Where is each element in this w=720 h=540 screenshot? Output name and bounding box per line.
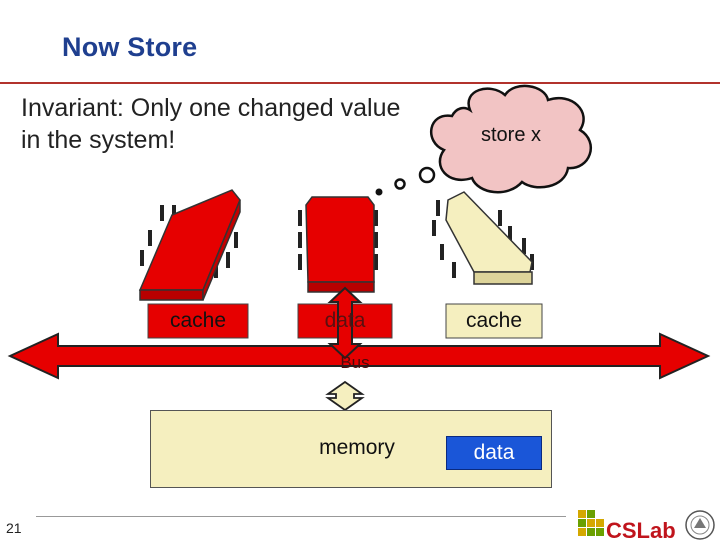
thought-dot-large [418,166,436,184]
cslab-logo: CSLab [578,510,715,540]
cache-label-3: cache [465,309,523,332]
processor-2 [298,196,378,293]
cache-bus-arrow [327,286,363,360]
cache-label-1: cache [169,309,227,332]
thought-text: store x [480,124,542,146]
invariant-text: Invariant: Only one changed value in the… [21,94,401,154]
thought-bubble [375,84,592,196]
slide-title: Now Store [62,32,198,62]
memory-label: memory [319,436,395,459]
bus-arrow [7,332,711,380]
logo-text: CSLab [606,518,676,540]
cache-label-2: data [324,309,366,332]
memory-data-block: data [446,436,542,470]
cache-box-3 [445,303,543,339]
footer-divider [36,516,566,517]
thought-dot-medium [394,178,406,190]
page-number: 21 [6,520,22,536]
title-divider [0,82,720,84]
cache-box-1 [147,303,249,339]
bus-memory-arrow [325,380,365,412]
bus-label: Bus [340,353,370,372]
processor-1 [138,189,241,301]
thought-dot-small [375,188,383,196]
processor-3 [432,191,534,285]
